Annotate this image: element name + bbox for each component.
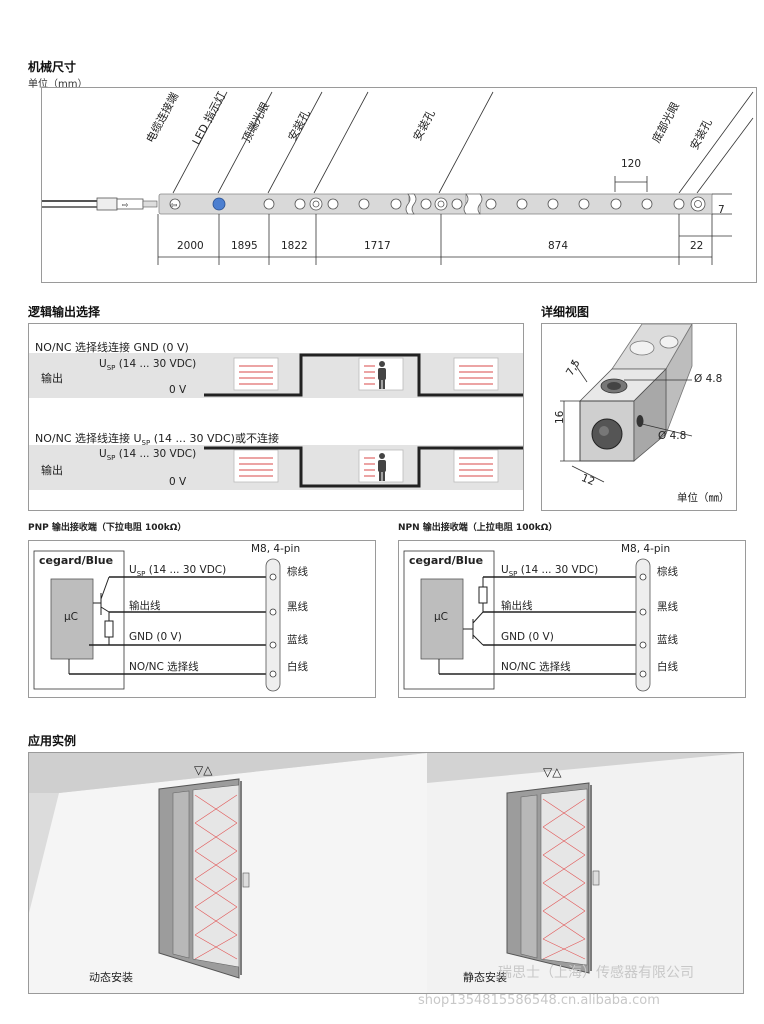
door-arrows-left: ▽△ [194, 763, 213, 777]
svg-text:⇨: ⇨ [122, 201, 129, 210]
pnp-panel: cegard/Blue µC M8, 4-pin USP (14 ... 30 … [28, 540, 376, 698]
caption-static: 静态安装 [463, 971, 507, 984]
pnp-line-nonc: NO/NC 选择线 [129, 661, 199, 673]
npn-line-output: 输出线 [501, 600, 533, 612]
dim-pitch: 120 [621, 158, 642, 170]
led-indicator [212, 197, 226, 211]
person-icon-2 [378, 453, 386, 481]
detail-unit: 单位（㎜） [677, 492, 730, 504]
npn-line-nonc: NO/NC 选择线 [501, 661, 571, 673]
watermark-shop: shop1354815586548.cn.alibaba.com [418, 993, 660, 1008]
detail-dim-16: 16 [554, 410, 566, 424]
logic-panel: NO/NC 选择线连接 GND (0 V) 输出 USP (14 ... 30 … [28, 323, 524, 511]
elevator-door-right [506, 782, 600, 974]
npn-color-blue: 蓝线 [657, 634, 678, 646]
npn-color-white: 白线 [657, 661, 678, 673]
npn-connector: M8, 4-pin [621, 543, 671, 555]
npn-brand: cegard/Blue [409, 554, 484, 567]
light-beams-right [542, 798, 586, 960]
cable: ⇨ [42, 197, 158, 211]
pnp-color-brown: 棕线 [287, 566, 308, 578]
pnp-line-output: 输出线 [129, 600, 161, 612]
detail-dia-2: Ø 4.8 [658, 430, 687, 442]
pnp-circuit [33, 550, 281, 692]
logic-timing-diagram [29, 353, 523, 490]
npn-circuit [403, 550, 651, 692]
dim-2000: 2000 [177, 240, 204, 252]
pnp-line-usp: USP (14 ... 30 VDC) [129, 564, 227, 579]
dim-1895: 1895 [231, 240, 258, 252]
logic-row2-usp: USP (14 ... 30 VDC) [99, 448, 197, 463]
logic-row1-output: 输出 [41, 372, 63, 385]
pnp-title: PNP 输出接收端（下拉电阻 100kΩ） [28, 523, 187, 533]
logic-row1-0v: 0 V [169, 384, 187, 396]
npn-title: NPN 输出接收端（上拉电阻 100kΩ） [398, 523, 558, 533]
npn-line-usp: USP (14 ... 30 VDC) [501, 564, 599, 579]
npn-line-gnd: GND (0 V) [501, 631, 554, 643]
app-panel: ▽△ ▽△ 动态安装 静态安装 [28, 752, 744, 994]
person-icon [378, 361, 386, 389]
dim-1717: 1717 [364, 240, 391, 252]
cable-end-icon: ⇦ [170, 201, 178, 211]
logic-row2-0v: 0 V [169, 476, 187, 488]
pnp-color-white: 白线 [287, 661, 308, 673]
logic-title: 逻辑输出选择 [28, 305, 101, 319]
door-arrows-right: ▽△ [543, 765, 562, 779]
watermark-company: 瑞思士（上海）传感器有限公司 [498, 965, 694, 981]
mech-title: 机械尺寸 [28, 60, 77, 74]
pnp-color-blue: 蓝线 [287, 634, 308, 646]
npn-color-black: 黑线 [657, 601, 678, 613]
detail-panel: 7,5 16 12 Ø 4.8 Ø 4.8 单位（㎜） [541, 322, 737, 511]
logic-row1-condition: NO/NC 选择线连接 GND (0 V) [35, 341, 189, 354]
mech-panel: ⇨ [41, 87, 757, 283]
caption-dynamic: 动态安装 [89, 971, 133, 984]
detail-dia-1: Ø 4.8 [694, 373, 723, 385]
dim-1822: 1822 [281, 240, 308, 252]
detail-title: 详细视图 [541, 305, 590, 319]
pnp-connector: M8, 4-pin [251, 543, 301, 555]
pnp-color-black: 黑线 [287, 601, 308, 613]
logic-row2-condition: NO/NC 选择线连接 USP (14 ... 30 VDC)或不连接 [35, 432, 279, 448]
light-beams-left [194, 794, 238, 960]
mech-drawing: ⇨ [42, 91, 754, 265]
npn-mcu: µC [434, 611, 449, 623]
pnp-mcu: µC [64, 611, 79, 623]
mech-unit: 单位（mm） [28, 79, 88, 90]
pnp-brand: cegard/Blue [39, 554, 114, 567]
npn-panel: cegard/Blue µC M8, 4-pin USP (14 ... 30 … [398, 540, 746, 698]
pnp-line-gnd: GND (0 V) [129, 631, 182, 643]
dim-height: 7 [718, 204, 725, 216]
dim-874: 874 [548, 240, 569, 252]
logic-row1-usp: USP (14 ... 30 VDC) [99, 358, 197, 373]
elevator-door-left [158, 778, 250, 979]
dim-22: 22 [690, 240, 704, 252]
npn-color-brown: 棕线 [657, 566, 678, 578]
detail-drawing [560, 322, 693, 483]
logic-row2-output: 输出 [41, 464, 63, 477]
app-title: 应用实例 [28, 734, 77, 748]
app-illustration [29, 753, 743, 993]
